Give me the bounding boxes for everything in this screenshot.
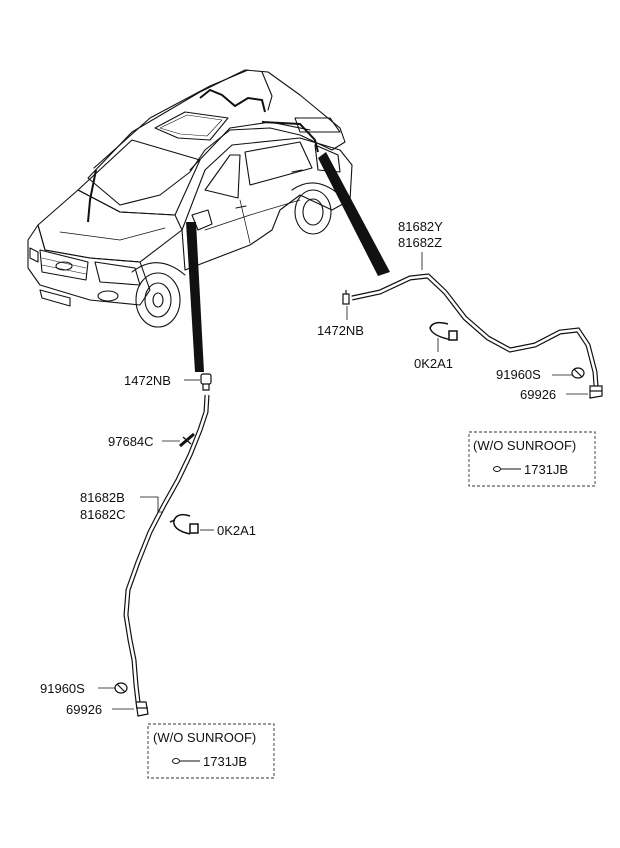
left-hose-label-b: 81682C [80,507,126,522]
right-note-box: (W/O SUNROOF) 1731JB [468,431,596,487]
left-note-box: (W/O SUNROOF) 1731JB [147,723,275,779]
car-roof-rail [93,69,249,169]
vehicle-hose-routing [87,88,319,223]
car-front-wheel [131,262,186,328]
right-clip-icon [342,290,350,305]
left-connector-icon [135,701,149,717]
car-rear-wheel [291,182,337,235]
car-windshield [77,139,201,216]
car-grille [39,249,89,281]
right-note-part: 1731JB [524,462,568,477]
left-connector-label: 69926 [66,702,102,717]
car-side-window-rear [244,141,313,186]
car-front [27,224,151,306]
left-grommet-label: 91960S [40,681,85,696]
left-drain-plug-icon [172,758,200,764]
car-sunroof [154,111,229,141]
right-clamp-icon [429,321,458,341]
right-hose-assembly [342,252,603,399]
left-clamp-label: 0K2A1 [217,523,256,538]
car-roof [87,69,346,206]
right-grommet-icon [571,367,585,379]
left-clamp-icon [169,513,199,535]
vehicle-illustration [27,69,353,328]
left-clip-label: 1472NB [124,373,171,388]
right-connector-icon [589,385,603,399]
fastener-label: 97684C [108,434,154,449]
right-note-title: (W/O SUNROOF) [473,438,576,453]
right-connector-label: 69926 [520,387,556,402]
right-clamp-label: 0K2A1 [414,356,453,371]
car-hood [37,189,183,263]
right-drain-plug-icon [493,466,521,472]
car-side [181,137,353,271]
right-hose-label-a: 81682Y [398,219,443,234]
car-side-window-front [204,154,241,199]
left-note-title: (W/O SUNROOF) [153,730,256,745]
right-hose-label-b: 81682Z [398,235,442,250]
fastener-icon [179,432,195,448]
callout-wedge-left [186,222,204,372]
callout-wedge-right [318,152,390,276]
left-note-part: 1731JB [203,754,247,769]
right-clip-label: 1472NB [317,323,364,338]
left-hose-assembly [98,373,214,717]
right-grommet-label: 91960S [496,367,541,382]
left-clip-icon [200,373,212,391]
car-headlight [94,261,141,286]
left-grommet-icon [114,682,128,694]
left-hose-label-a: 81682B [80,490,125,505]
